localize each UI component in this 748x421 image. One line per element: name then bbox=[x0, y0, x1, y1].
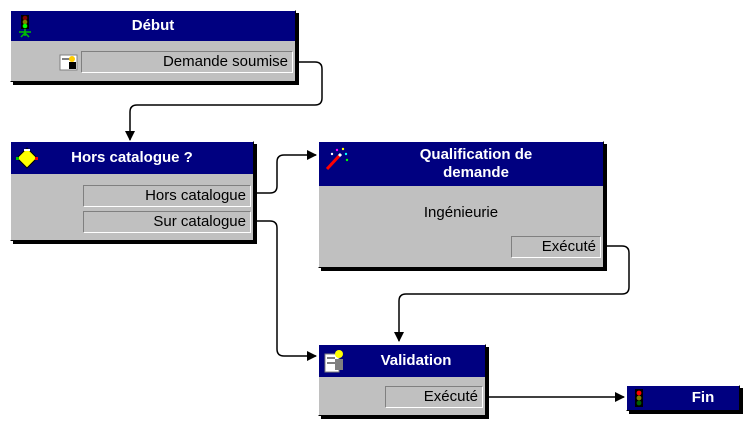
port-hors-catalogue[interactable]: Hors catalogue bbox=[83, 185, 251, 207]
connector-qualification-to-validation bbox=[394, 245, 630, 342]
node-qualification-title-line2: demande bbox=[443, 164, 509, 181]
node-validation-title-bar: Validation bbox=[319, 345, 485, 377]
node-fin-title-bar: Fin bbox=[627, 386, 739, 410]
node-validation[interactable]: Validation Exécuté bbox=[318, 344, 486, 416]
validation-person-icon bbox=[323, 348, 345, 378]
decision-diamond-icon bbox=[15, 146, 39, 174]
port-sur-catalogue[interactable]: Sur catalogue bbox=[83, 211, 251, 233]
port-validation-execute[interactable]: Exécuté bbox=[385, 386, 483, 408]
traffic-light-green-icon bbox=[15, 14, 35, 42]
node-hors-catalogue-title-bar: Hors catalogue ? bbox=[11, 142, 253, 174]
magic-wand-icon bbox=[323, 146, 349, 176]
connector-hors-catalogue-to-qualification bbox=[254, 150, 317, 194]
node-debut-title: Début bbox=[131, 17, 175, 34]
node-hors-catalogue-title: Hors catalogue ? bbox=[71, 149, 193, 166]
node-fin[interactable]: Fin bbox=[626, 385, 740, 411]
node-fin-title: Fin bbox=[691, 389, 715, 406]
node-qualification-title-bar: Qualification de demande bbox=[319, 142, 603, 186]
node-qualification-title-line1: Qualification de bbox=[419, 146, 533, 163]
traffic-light-red-icon bbox=[633, 388, 645, 412]
node-qualification-role: Ingénieurie bbox=[423, 204, 499, 221]
connector-sur-catalogue-to-validation bbox=[254, 220, 317, 361]
port-demande-soumise[interactable]: Demande soumise bbox=[81, 51, 293, 73]
node-qualification[interactable]: Qualification de demande Ingénieurie Exé… bbox=[318, 141, 604, 268]
node-validation-title: Validation bbox=[380, 352, 452, 369]
node-debut[interactable]: Début Demande soumise bbox=[10, 10, 296, 82]
port-qualification-execute[interactable]: Exécuté bbox=[511, 236, 601, 258]
node-hors-catalogue[interactable]: Hors catalogue ? Hors catalogue Sur cata… bbox=[10, 141, 254, 241]
form-person-icon bbox=[59, 52, 79, 77]
node-debut-title-bar: Début bbox=[11, 11, 295, 41]
connector-debut-to-hors-catalogue bbox=[125, 61, 323, 141]
